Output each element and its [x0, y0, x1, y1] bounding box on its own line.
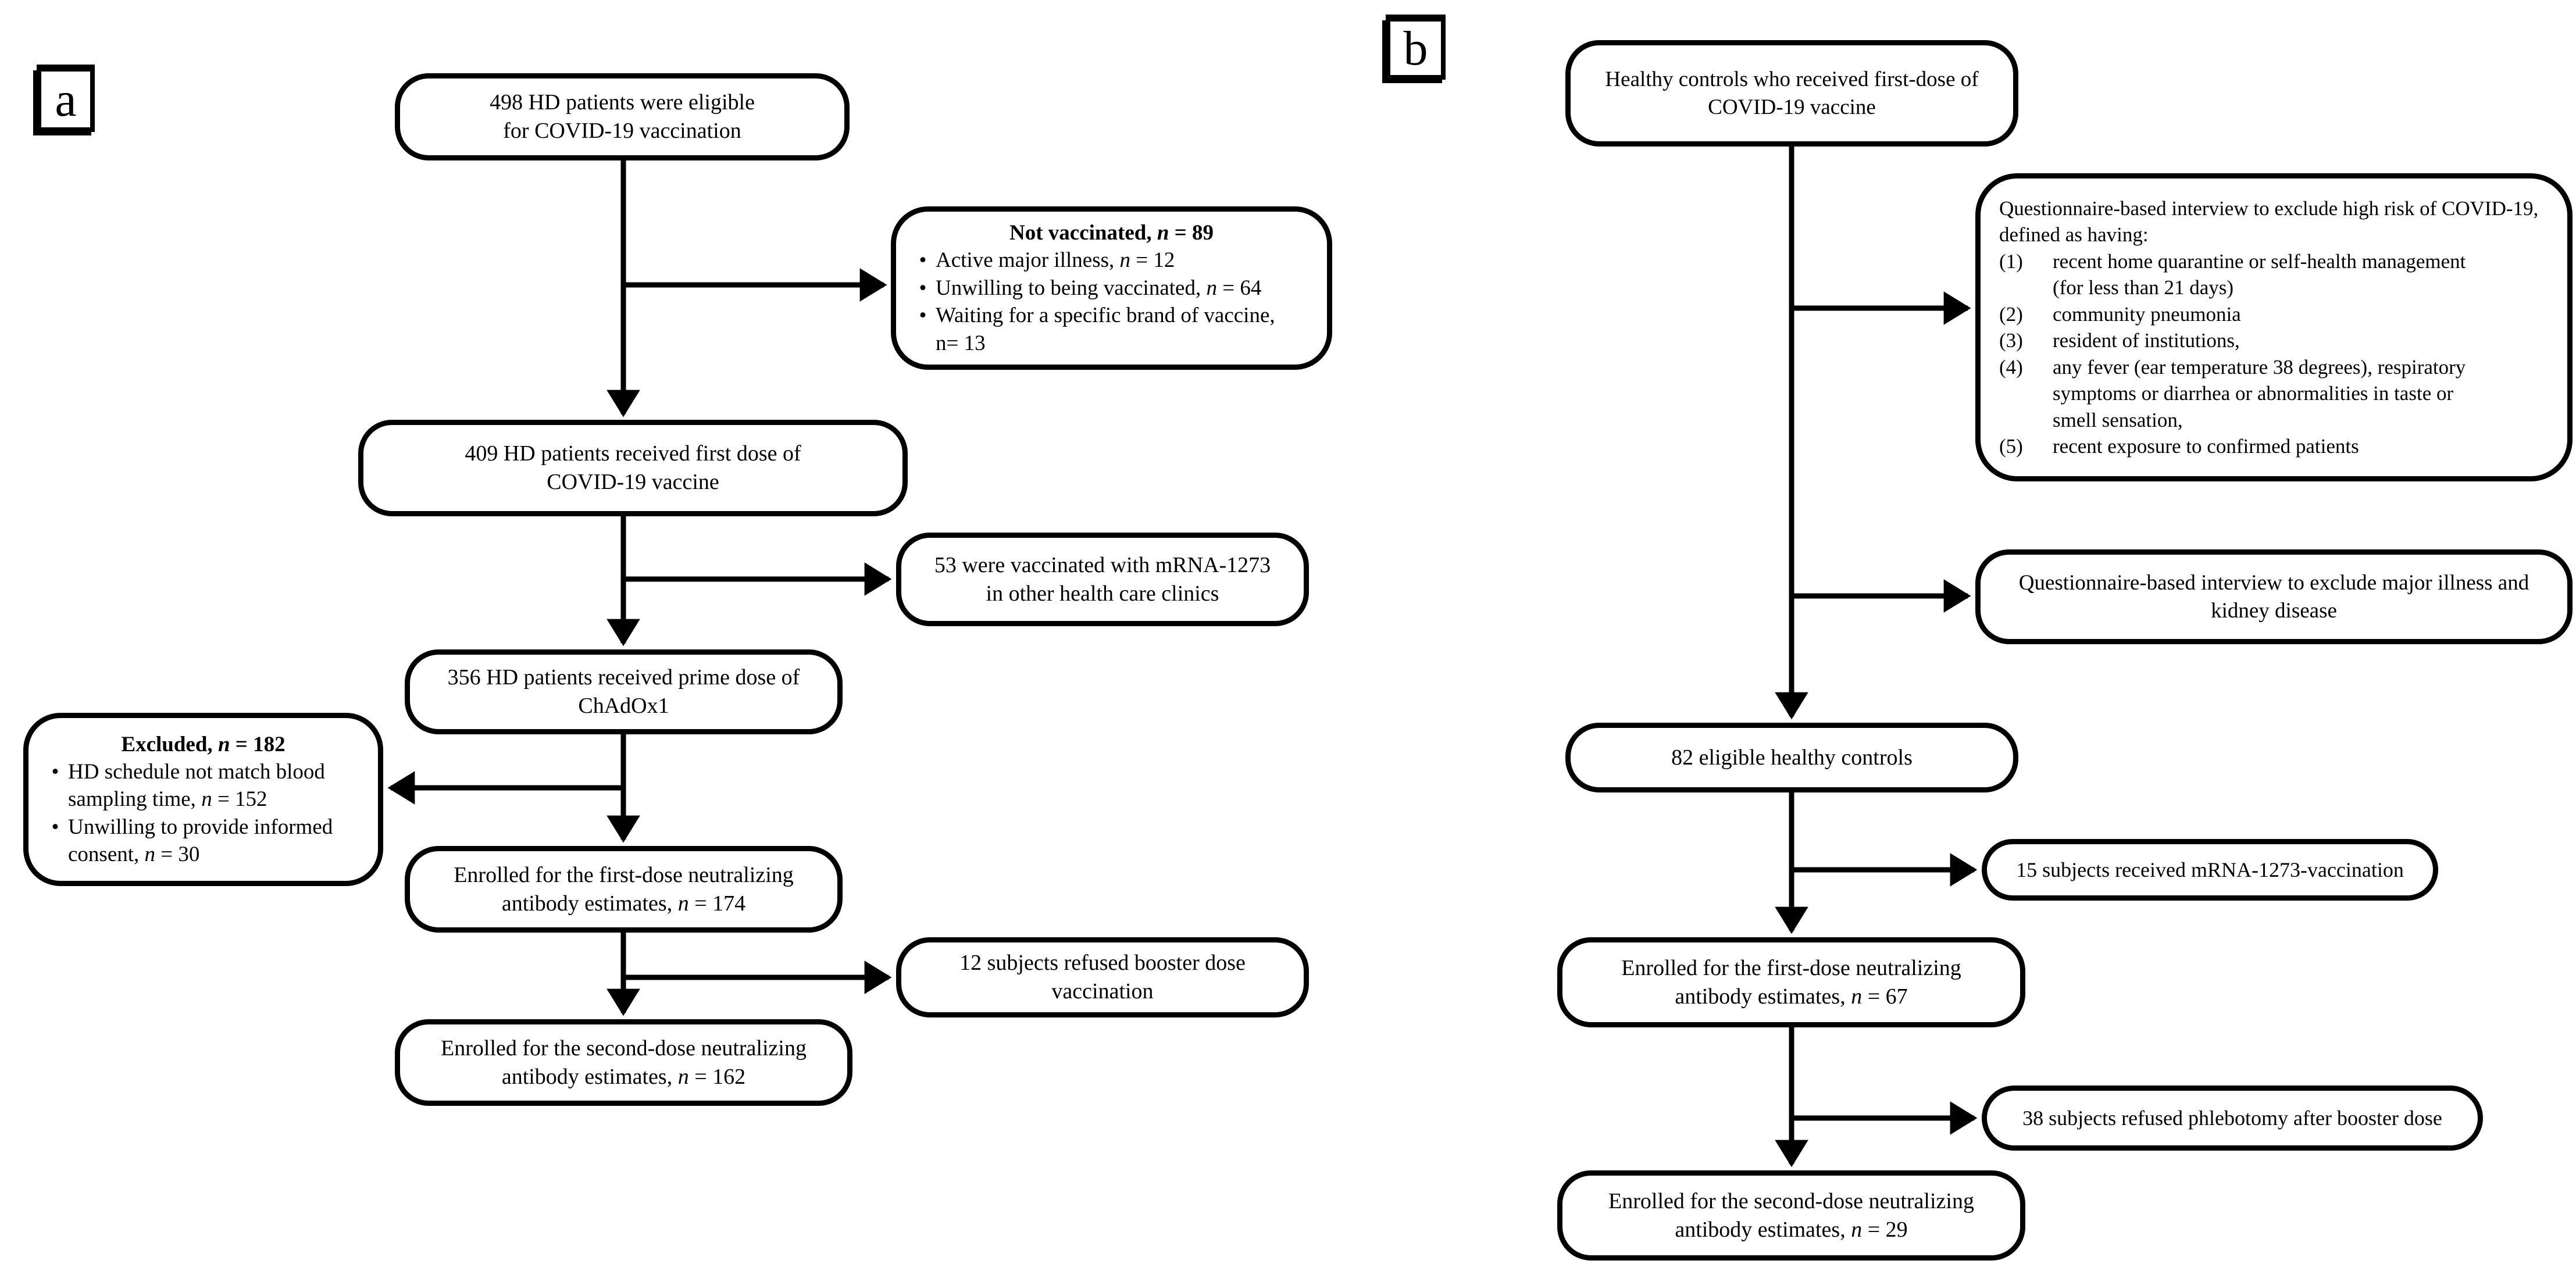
item-number: (2) — [1999, 302, 2023, 326]
box-b-enrolled-second: Enrolled for the second-dose neutralizin… — [1557, 1170, 2025, 1261]
box-b-eligible-controls-text: 82 eligible healthy controls — [1671, 745, 1913, 770]
item-number: (3) — [1999, 329, 2023, 352]
not-vaccinated-item: • Waiting for a specific brand of vaccin… — [910, 302, 1313, 357]
box-b-enrolled-first-text: Enrolled for the first-dose neutralizing… — [1621, 955, 1961, 1009]
excluded-title: Excluded, n = 182 — [121, 732, 286, 756]
box-b-exclude-major-text: Questionnaire-based interview to exclude… — [2018, 571, 2529, 623]
box-b-eligible-controls: 82 eligible healthy controls — [1565, 723, 2018, 792]
bullet-icon: • — [919, 303, 927, 328]
bullet-icon: • — [919, 276, 927, 300]
box-b-healthy-controls: Healthy controls who received first-dose… — [1565, 40, 2018, 147]
box-b-refused-phlebotomy: 38 subjects refused phlebotomy after boo… — [1982, 1086, 2483, 1151]
box-a-enrolled-first-text: Enrolled for the first-dose neutralizing… — [454, 862, 794, 916]
box-a-enrolled-second-text: Enrolled for the second-dose neutralizin… — [441, 1036, 807, 1089]
box-b-high-risk: Questionnaire-based interview to exclude… — [1975, 173, 2573, 481]
panel-b-label: b — [1386, 17, 1446, 80]
box-b-exclude-major: Questionnaire-based interview to exclude… — [1975, 549, 2573, 644]
high-risk-item: (5) recent exposure to confirmed patient… — [1999, 433, 2549, 460]
panel-b-label-text: b — [1403, 21, 1428, 76]
panel-a-label-text: a — [55, 72, 77, 127]
high-risk-intro: Questionnaire-based interview to exclude… — [1999, 197, 2539, 247]
box-a-excluded: Excluded, n = 182 • HD schedule not matc… — [23, 713, 383, 886]
high-risk-item: (3) resident of institutions, — [1999, 327, 2549, 354]
box-b-enrolled-first: Enrolled for the first-dose neutralizing… — [1557, 937, 2025, 1027]
box-a-enrolled-second: Enrolled for the second-dose neutralizin… — [395, 1019, 852, 1106]
not-vaccinated-item: • Unwilling to being vaccinated, n = 64 — [910, 274, 1313, 302]
box-b-mrna-vaccination-text: 15 subjects received mRNA-1273-vaccinati… — [2016, 858, 2404, 881]
high-risk-item: (2) community pneumonia — [1999, 301, 2549, 328]
box-a-not-vaccinated: Not vaccinated, n = 89 • Active major il… — [891, 206, 1332, 370]
bullet-icon: • — [51, 815, 59, 839]
box-b-healthy-controls-text: Healthy controls who received first-dose… — [1605, 67, 1979, 119]
high-risk-item: (1) recent home quarantine or self-healt… — [1999, 248, 2549, 301]
item-number: (1) — [1999, 249, 2023, 273]
not-vaccinated-title: Not vaccinated, n = 89 — [1009, 221, 1214, 245]
box-a-enrolled-first: Enrolled for the first-dose neutralizing… — [405, 846, 843, 933]
bullet-icon: • — [51, 759, 59, 784]
box-b-refused-phlebotomy-text: 38 subjects refused phlebotomy after boo… — [2022, 1106, 2442, 1130]
bullet-icon: • — [919, 248, 927, 273]
high-risk-item: (4) any fever (ear temperature 38 degree… — [1999, 354, 2549, 434]
box-b-enrolled-second-text: Enrolled for the second-dose neutralizin… — [1608, 1188, 1974, 1242]
box-b-mrna-vaccination: 15 subjects received mRNA-1273-vaccinati… — [1982, 839, 2438, 901]
item-number: (4) — [1999, 355, 2023, 379]
panel-a-label: a — [37, 67, 95, 132]
not-vaccinated-item: • Active major illness, n = 12 — [910, 247, 1313, 274]
item-number: (5) — [1999, 435, 2023, 458]
